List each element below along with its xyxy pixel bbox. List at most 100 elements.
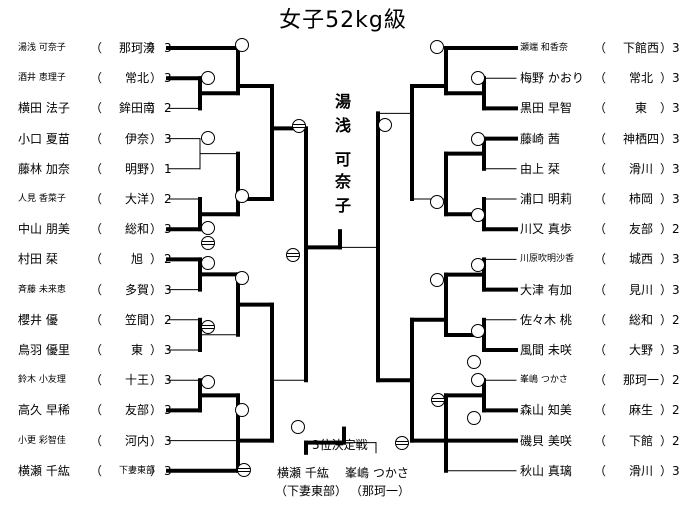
entry-school: 大洋 bbox=[124, 192, 149, 206]
right-entry-row: 瀬端 和香奈（下館西）3 bbox=[520, 38, 680, 58]
entry-name: 中山 朋美 bbox=[18, 222, 70, 237]
right-entry-row: 森山 知美（麻生）2 bbox=[520, 400, 680, 420]
right-entry-row: 黒田 早智（東）3 bbox=[520, 98, 680, 118]
entry-name: 藤崎 茜 bbox=[520, 131, 560, 146]
left-entry-row: 藤林 加奈（明野）1 bbox=[18, 159, 172, 179]
decision-mark bbox=[431, 393, 445, 407]
entry-seed: 3 bbox=[672, 161, 680, 176]
decision-mark bbox=[395, 436, 409, 450]
left-entry-row: 酒井 恵理子（常北）3 bbox=[18, 68, 172, 88]
entry-name: 横瀬 千紘 bbox=[18, 463, 70, 478]
paren-close: ） bbox=[150, 403, 163, 418]
paren-open: （ bbox=[90, 463, 103, 478]
entry-seed: 3 bbox=[164, 71, 172, 86]
paren-open: （ bbox=[90, 312, 103, 327]
right-entry-row: 秋山 真璃（滑川）3 bbox=[520, 461, 680, 481]
third-place-left-name: 横瀬 千紘 bbox=[277, 466, 329, 480]
entry-seed: 3 bbox=[164, 131, 172, 146]
right-entry-row: 磯貝 美咲（下館）2 bbox=[520, 431, 680, 451]
paren-close: ） bbox=[150, 373, 163, 388]
entry-school: 下妻東部 bbox=[118, 465, 155, 476]
entry-name: 高久 早稀 bbox=[18, 403, 70, 418]
paren-close: ） bbox=[660, 41, 673, 55]
left-entry-row: 櫻井 優（笠間）2 bbox=[18, 310, 172, 330]
paren-open: （ bbox=[594, 222, 607, 237]
entry-name: 川原吹明沙香 bbox=[520, 254, 575, 265]
win-mark bbox=[471, 373, 485, 387]
entry-seed: 2 bbox=[672, 433, 680, 448]
paren-open: （ bbox=[90, 71, 103, 86]
win-mark bbox=[291, 420, 305, 434]
paren-open: （ bbox=[90, 41, 103, 55]
right-entry-row: 梅野 かおり（常北）3 bbox=[520, 68, 680, 88]
entry-school: 見川 bbox=[628, 282, 653, 297]
paren-close: ） bbox=[660, 282, 673, 297]
win-mark bbox=[430, 40, 444, 54]
paren-open: （ bbox=[90, 373, 103, 388]
entry-seed: 3 bbox=[672, 192, 680, 206]
win-mark bbox=[235, 271, 249, 285]
entry-name: 風間 未咲 bbox=[520, 343, 572, 357]
paren-close: ） bbox=[150, 41, 163, 55]
entry-name: 秋山 真璃 bbox=[520, 463, 572, 478]
decision-mark bbox=[292, 119, 306, 133]
paren-close: ） bbox=[660, 373, 673, 388]
third-place-label: 3位決定戦 bbox=[312, 438, 368, 452]
entry-name: 佐々木 桃 bbox=[520, 312, 572, 327]
entry-school: 那珂湊 bbox=[118, 41, 155, 55]
entry-name: 藤林 加奈 bbox=[18, 161, 70, 176]
right-entry-row: 川原吹明沙香（城西）3 bbox=[520, 249, 680, 269]
entry-seed: 2 bbox=[164, 312, 172, 327]
entry-school: 下館 bbox=[628, 433, 653, 448]
paren-open: （ bbox=[594, 433, 607, 448]
paren-open: （ bbox=[90, 343, 103, 357]
paren-open: （ bbox=[594, 252, 607, 267]
entry-name: 森山 知美 bbox=[520, 403, 572, 418]
entry-school: 河内 bbox=[124, 433, 149, 448]
entry-name: 鈴木 小友理 bbox=[18, 375, 66, 386]
win-mark bbox=[471, 324, 485, 338]
win-mark bbox=[471, 132, 485, 146]
left-entry-row: 横田 法子（鉾田南）2 bbox=[18, 98, 172, 118]
paren-open: （ bbox=[90, 252, 103, 267]
paren-close: ） bbox=[660, 252, 673, 267]
paren-open: （ bbox=[594, 71, 607, 86]
entry-name: 峯嶋 つかさ bbox=[520, 375, 568, 386]
paren-close: ） bbox=[150, 222, 163, 237]
entry-name: 由上 栞 bbox=[520, 161, 560, 176]
left-entry-row: 小口 夏苗（伊奈）3 bbox=[18, 129, 172, 149]
entry-name: 浦口 明莉 bbox=[520, 192, 572, 206]
entry-school: 神栖四 bbox=[622, 131, 659, 146]
entry-name: 鳥羽 優里 bbox=[18, 343, 70, 357]
entry-school: 笠間 bbox=[124, 312, 149, 327]
win-mark bbox=[471, 208, 485, 222]
entry-school: 滑川 bbox=[628, 463, 653, 478]
entry-school: 那珂一 bbox=[622, 373, 659, 388]
paren-close: ） bbox=[150, 463, 163, 478]
decision-mark bbox=[237, 463, 251, 477]
left-entry-row: 斉藤 未来恵（多賀）3 bbox=[18, 280, 172, 300]
paren-close: ） bbox=[660, 463, 673, 478]
entry-school: 大野 bbox=[628, 343, 653, 357]
paren-open: （ bbox=[90, 282, 103, 297]
paren-open: （ bbox=[90, 131, 103, 146]
decision-mark bbox=[286, 248, 300, 262]
entry-school: 旭 bbox=[130, 252, 143, 267]
champion-char: 湯 bbox=[334, 92, 351, 111]
entry-seed: 3 bbox=[164, 343, 172, 357]
right-entry-row: 風間 未咲（大野）3 bbox=[520, 340, 680, 360]
entry-seed: 3 bbox=[164, 403, 172, 418]
paren-open: （ bbox=[594, 312, 607, 327]
paren-close: ） bbox=[150, 71, 163, 86]
decision-mark bbox=[201, 320, 215, 334]
entry-name: 小更 彩智佳 bbox=[18, 435, 66, 446]
left-entry-row: 小更 彩智佳（河内）3 bbox=[18, 431, 172, 451]
entry-name: 黒田 早智 bbox=[520, 101, 572, 116]
entry-seed: 3 bbox=[164, 222, 172, 237]
paren-close: ） bbox=[660, 343, 673, 357]
win-mark bbox=[201, 256, 215, 270]
third-place-right-school: （那珂一） bbox=[350, 484, 411, 498]
paren-close: ） bbox=[660, 433, 673, 448]
entry-seed: 2 bbox=[672, 403, 680, 418]
entry-seed: 3 bbox=[672, 282, 680, 297]
